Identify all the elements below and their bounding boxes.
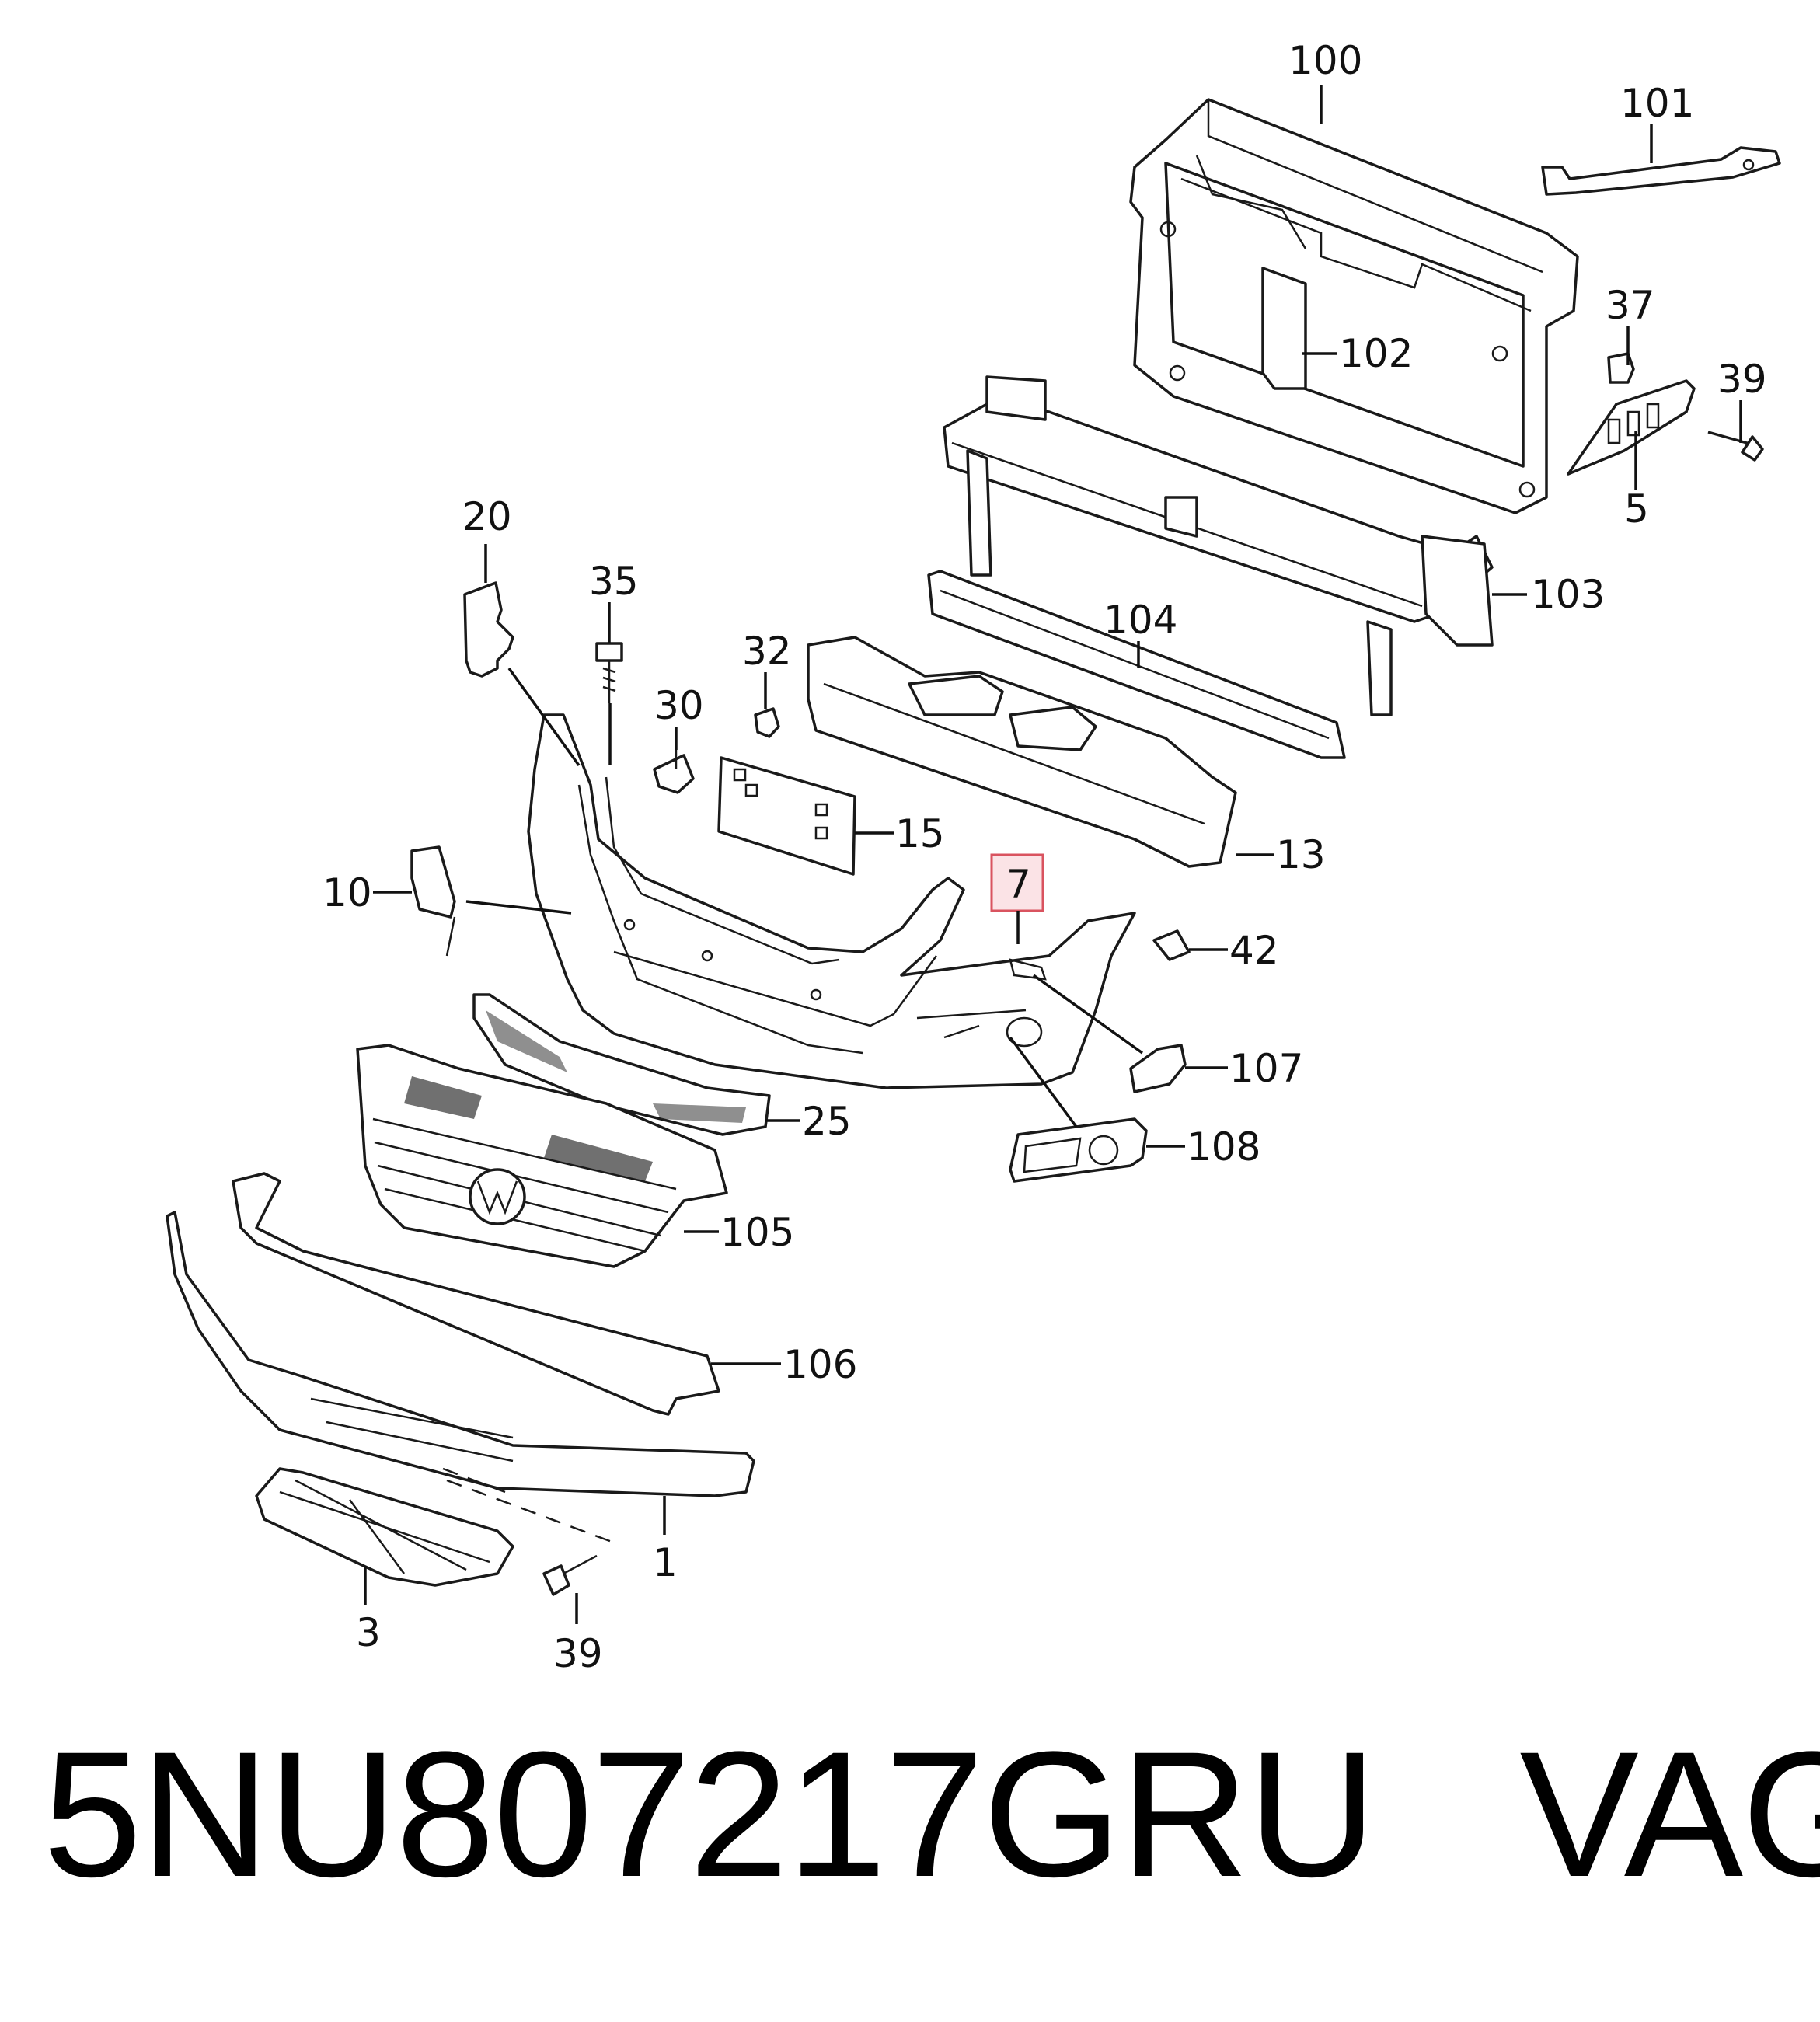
part-number-footer: 5NU807217GRU VAG — [43, 1706, 1820, 1923]
part-105-radiator-grille — [356, 1044, 728, 1268]
label-13: 13 — [1276, 832, 1326, 877]
part-5-side-bracket — [1567, 379, 1696, 476]
callout-labels: 100 101 102 37 39 5 103 104 13 15 32 30 … — [323, 38, 1767, 1676]
highlight-box-part-7 — [990, 853, 1044, 912]
part-25-lower-grille — [472, 993, 771, 1136]
brand-name: VAG — [1519, 1714, 1820, 1914]
part-103-bumper-beam — [943, 375, 1494, 716]
label-104: 104 — [1104, 598, 1177, 643]
label-10: 10 — [323, 870, 372, 915]
part-3-underbody-panel — [255, 1467, 514, 1587]
label-107: 107 — [1229, 1046, 1303, 1091]
label-37: 37 — [1606, 283, 1655, 328]
part-15-license-plate-holder — [717, 756, 856, 876]
label-39-lower: 39 — [553, 1631, 603, 1676]
part-37-clip — [1607, 352, 1635, 384]
part-39-screw-upper — [1707, 431, 1764, 462]
label-20: 20 — [462, 494, 512, 539]
part-13-impact-absorber — [807, 636, 1237, 868]
label-108: 108 — [1187, 1124, 1260, 1170]
part-39-screw-lower — [542, 1554, 598, 1596]
label-7: 7 — [1006, 862, 1031, 907]
label-5: 5 — [1624, 486, 1649, 532]
label-102: 102 — [1339, 331, 1413, 376]
label-105: 105 — [720, 1210, 794, 1255]
part-42-clip — [1152, 929, 1191, 961]
label-32: 32 — [742, 629, 792, 674]
label-1: 1 — [653, 1540, 678, 1585]
part-1-lower-trim — [166, 1211, 755, 1544]
label-39-upper: 39 — [1717, 357, 1767, 402]
part-35-bolt — [595, 642, 623, 703]
label-25: 25 — [802, 1099, 852, 1144]
label-3: 3 — [356, 1610, 381, 1655]
leader-lines — [364, 85, 1742, 1624]
part-101-bracket — [1541, 146, 1781, 196]
part-106-spoiler — [232, 1172, 720, 1416]
part-20-bracket — [463, 581, 514, 678]
label-30: 30 — [654, 683, 704, 728]
label-42: 42 — [1229, 928, 1279, 973]
label-100: 100 — [1288, 38, 1362, 83]
part-107-cover-cap — [1129, 1044, 1187, 1093]
part-32-rivet — [754, 707, 780, 738]
label-35: 35 — [589, 559, 639, 604]
label-103: 103 — [1531, 572, 1605, 617]
part-100-front-end-carrier — [1129, 98, 1579, 514]
part-7-bumper-cover — [527, 713, 1136, 1089]
part-number: 5NU807217GRU — [43, 1714, 1377, 1914]
label-106: 106 — [783, 1342, 857, 1387]
part-104-absorber-strip — [927, 570, 1346, 759]
part-30-clip — [653, 746, 695, 794]
label-101: 101 — [1620, 81, 1694, 126]
label-15: 15 — [895, 811, 945, 856]
part-108-fog-light-grille — [1009, 1117, 1148, 1183]
part-10-tow-eye-cover — [410, 845, 456, 957]
